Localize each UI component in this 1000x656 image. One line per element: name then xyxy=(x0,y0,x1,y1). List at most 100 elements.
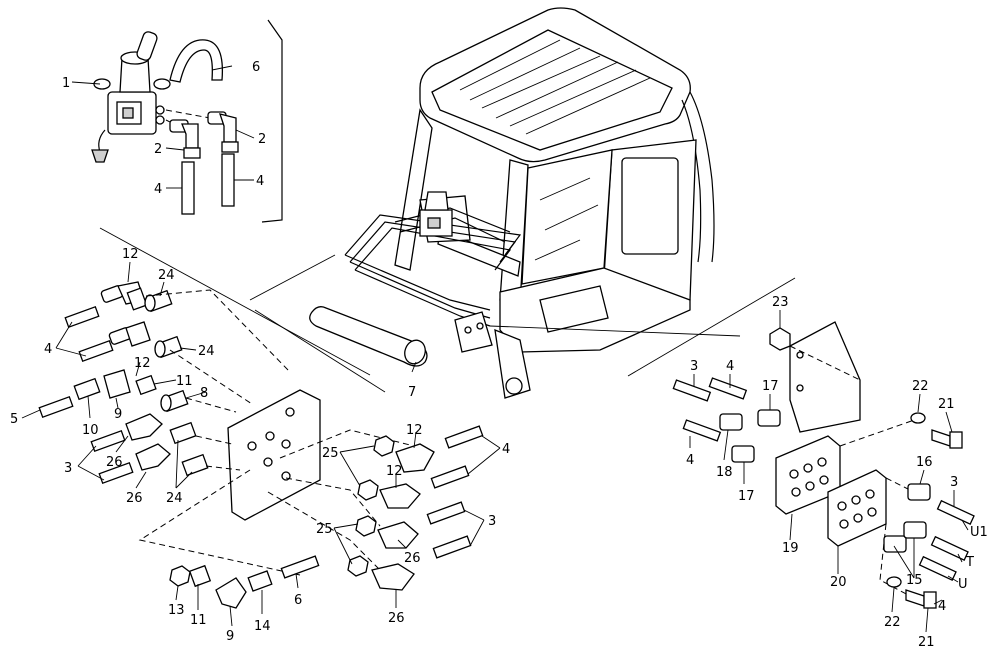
roof-slots xyxy=(459,39,651,135)
label-26-upper: 26 xyxy=(106,455,123,470)
tube-5 xyxy=(38,395,74,419)
tube-3-center-b xyxy=(432,535,472,559)
manifold-block-20 xyxy=(827,469,887,547)
tube-4-left xyxy=(181,161,195,215)
label-7: 7 xyxy=(408,385,416,400)
label-9-mid: 9 xyxy=(114,407,122,422)
tube-4-a xyxy=(64,305,100,329)
label-9-bottom: 9 xyxy=(226,629,234,644)
label-17-bottom: 17 xyxy=(738,489,755,504)
label-6-bottom: 6 xyxy=(294,593,302,608)
tube-3-u1 xyxy=(936,499,975,526)
label-26-center-upper: 26 xyxy=(404,551,421,566)
dashed-guide-right-c xyxy=(885,477,911,491)
label-24-top: 24 xyxy=(158,268,175,283)
tube-4-b xyxy=(78,339,114,363)
label-22-top: 22 xyxy=(912,379,929,394)
control-valve-assembly xyxy=(91,31,211,163)
tube-u xyxy=(918,555,957,582)
label-3-far-right: 3 xyxy=(950,475,958,490)
label-21-top: 21 xyxy=(938,397,955,412)
bolt-21-top xyxy=(931,429,963,449)
label-4-left: 4 xyxy=(154,182,162,197)
elbow-fitting-2-left xyxy=(169,119,201,159)
cab-control-valve xyxy=(419,191,453,237)
adapter-8 xyxy=(160,389,189,413)
label-12-center: 12 xyxy=(386,464,403,479)
washer-22-top xyxy=(910,412,926,424)
adapter-17-bottom xyxy=(731,445,755,463)
label-U1: U1 xyxy=(970,525,988,540)
label-U: U xyxy=(958,577,968,592)
tube-4-right-b xyxy=(682,419,722,442)
washer-22-bottom xyxy=(886,576,902,588)
elbow-fitting-12-top xyxy=(100,281,148,311)
adapter-24-top xyxy=(144,289,173,313)
label-4-far-right: 4 xyxy=(938,599,946,614)
label-3-right: 3 xyxy=(690,359,698,374)
part-labels: 1 6 2 2 4 4 12 24 4 24 12 11 8 5 9 10 7 … xyxy=(10,60,988,650)
label-T: T xyxy=(965,555,974,570)
nut-11-left xyxy=(135,374,157,396)
label-4-fittings: 4 xyxy=(44,342,52,357)
label-26-lower: 26 xyxy=(126,491,143,506)
leader-lines xyxy=(21,65,969,633)
nut-25-c xyxy=(355,515,377,537)
label-1: 1 xyxy=(62,76,70,91)
right-plate xyxy=(789,321,861,433)
inset-frame xyxy=(261,19,283,223)
nut-11-bottom xyxy=(188,564,212,588)
label-11-bottom: 11 xyxy=(190,613,207,628)
label-25-upper: 25 xyxy=(322,446,339,461)
adapter-10 xyxy=(73,377,101,401)
dashed-guide-right-a xyxy=(789,345,861,381)
label-20: 20 xyxy=(830,575,847,590)
label-4-center: 4 xyxy=(502,442,510,457)
frame-line-right xyxy=(627,277,796,377)
dashed-guide-right-b xyxy=(839,417,921,447)
label-22-bottom: 22 xyxy=(884,615,901,630)
bolt-21-bottom xyxy=(905,589,937,609)
label-6: 6 xyxy=(252,60,260,75)
elbow-26-center-b xyxy=(371,563,415,591)
tube-4-center-b xyxy=(430,465,470,489)
nut-25-a xyxy=(373,435,395,457)
fitting-16 xyxy=(907,483,931,501)
tube-3-a xyxy=(90,429,126,453)
label-12-mid: 12 xyxy=(134,356,151,371)
elbow-26-upper xyxy=(125,413,163,441)
label-5: 5 xyxy=(10,412,18,427)
label-13: 13 xyxy=(168,603,185,618)
label-24-mid: 24 xyxy=(198,344,215,359)
tube-3-center-a xyxy=(426,501,466,525)
frame-line-left xyxy=(99,227,371,376)
frame-line-diagonal xyxy=(249,254,336,301)
elbow-26-center-a xyxy=(377,521,419,549)
label-15: 15 xyxy=(906,573,923,588)
elbow-12-center-b xyxy=(379,483,421,509)
label-3-center: 3 xyxy=(488,514,496,529)
label-10: 10 xyxy=(82,423,99,438)
leader-to-plate xyxy=(489,325,741,337)
label-4-right-top: 4 xyxy=(726,359,734,374)
adapter-14 xyxy=(247,570,273,592)
label-17-top: 17 xyxy=(762,379,779,394)
label-26-center-lower: 26 xyxy=(388,611,405,626)
elbow-12-center-a xyxy=(395,443,435,473)
elbow-fitting-2-right xyxy=(207,111,239,153)
elbow-9-bottom xyxy=(215,577,247,609)
label-12-center-top: 12 xyxy=(406,423,423,438)
nut-25-b xyxy=(357,479,379,501)
tube-3-right xyxy=(672,379,712,402)
mounting-plate xyxy=(227,389,321,521)
tube-4-right-a xyxy=(708,377,748,400)
tube-6-bottom xyxy=(280,555,320,579)
label-3-left: 3 xyxy=(64,461,72,476)
label-2-left: 2 xyxy=(154,142,162,157)
label-4-right: 4 xyxy=(256,174,264,189)
mounting-bracket xyxy=(454,311,493,353)
adapter-24-lower-b xyxy=(181,453,209,477)
label-25-lower: 25 xyxy=(316,522,333,537)
label-11-mid: 11 xyxy=(176,374,193,389)
